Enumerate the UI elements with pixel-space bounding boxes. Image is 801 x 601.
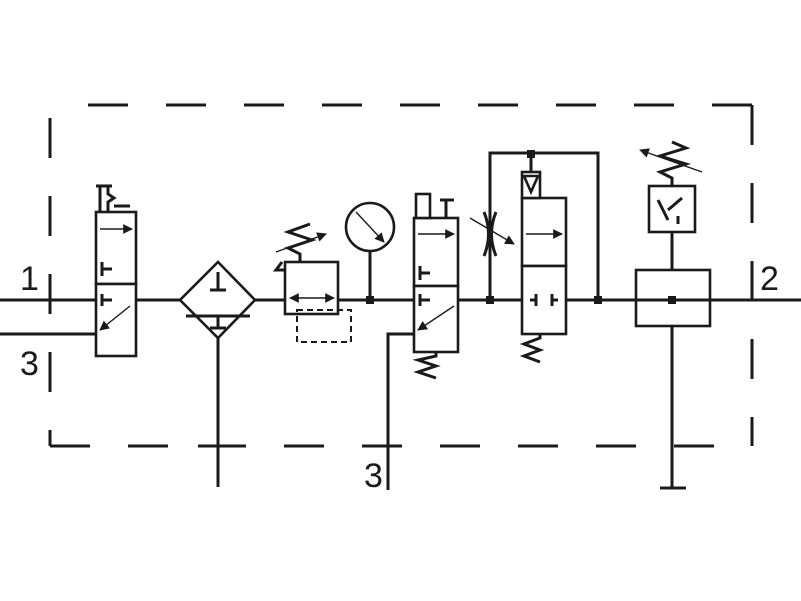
assembly-boundary [48, 103, 754, 448]
port-label-outlet: 2 [760, 260, 779, 298]
soft-start-valve [519, 170, 568, 364]
distribution-block [634, 268, 712, 490]
filter-with-drain [178, 260, 257, 487]
adjustable-throttle [469, 211, 515, 257]
port-label-exhaust-left: 3 [20, 345, 39, 383]
port-label-exhaust-bottom: 3 [364, 457, 383, 495]
pressure-regulator [273, 222, 352, 343]
pilot-line [486, 150, 602, 304]
solenoid-shutoff-valve [386, 192, 460, 490]
manual-shutoff-valve [94, 184, 138, 358]
pressure-gauge [344, 201, 396, 304]
port-label-inlet: 1 [20, 260, 39, 298]
pressure-switch [639, 140, 703, 270]
